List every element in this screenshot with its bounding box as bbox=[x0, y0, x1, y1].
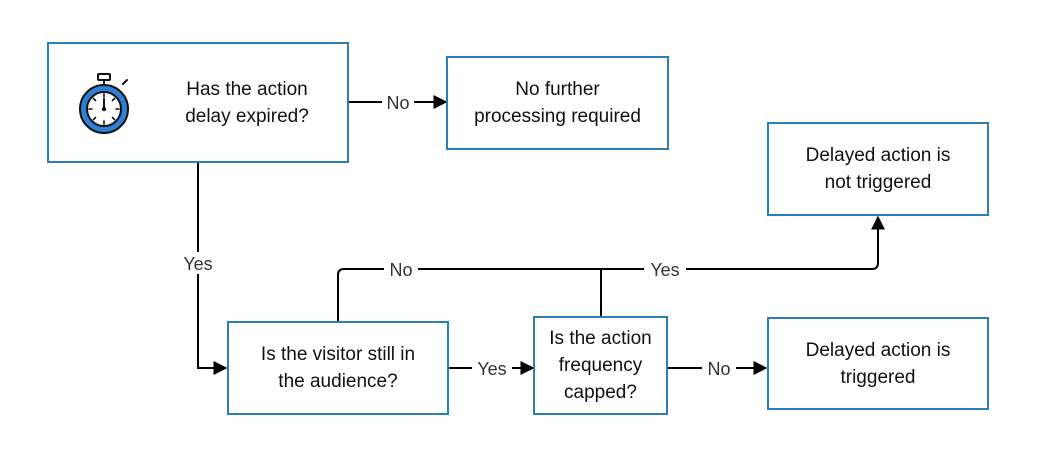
edge-label-delay-no: No bbox=[386, 93, 409, 113]
node-visitor-in-audience: Is the visitor still in the audience? bbox=[227, 321, 449, 415]
node-visitor-in-audience-label: Is the visitor still in the audience? bbox=[260, 344, 416, 392]
node-frequency-capped: Is the action frequency capped? bbox=[533, 316, 668, 415]
node-frequency-capped-label: Is the action frequency capped? bbox=[549, 328, 652, 403]
node-delay-expired-label: Has the action delay expired? bbox=[185, 78, 309, 127]
edge-label-capped-yes: Yes bbox=[650, 260, 679, 280]
node-not-triggered: Delayed action is not triggered bbox=[767, 122, 989, 216]
connector-delay-yes bbox=[197, 163, 228, 375]
edge-label-audience-yes: Yes bbox=[477, 359, 506, 379]
node-triggered-label: Delayed action is triggered bbox=[805, 339, 951, 388]
stopwatch-icon bbox=[79, 73, 129, 134]
node-triggered: Delayed action is triggered bbox=[767, 317, 989, 410]
connector-audience-no bbox=[337, 215, 885, 321]
edge-label-capped-no: No bbox=[707, 359, 730, 379]
node-not-triggered-label: Delayed action is not triggered bbox=[805, 145, 951, 193]
node-no-further-processing-label: No further processing required bbox=[474, 79, 641, 127]
node-no-further-processing: No further processing required bbox=[446, 56, 669, 150]
edge-label-delay-yes: Yes bbox=[183, 254, 212, 274]
edge-label-audience-no: No bbox=[389, 260, 412, 280]
node-delay-expired: Has the action delay expired? bbox=[47, 42, 349, 163]
